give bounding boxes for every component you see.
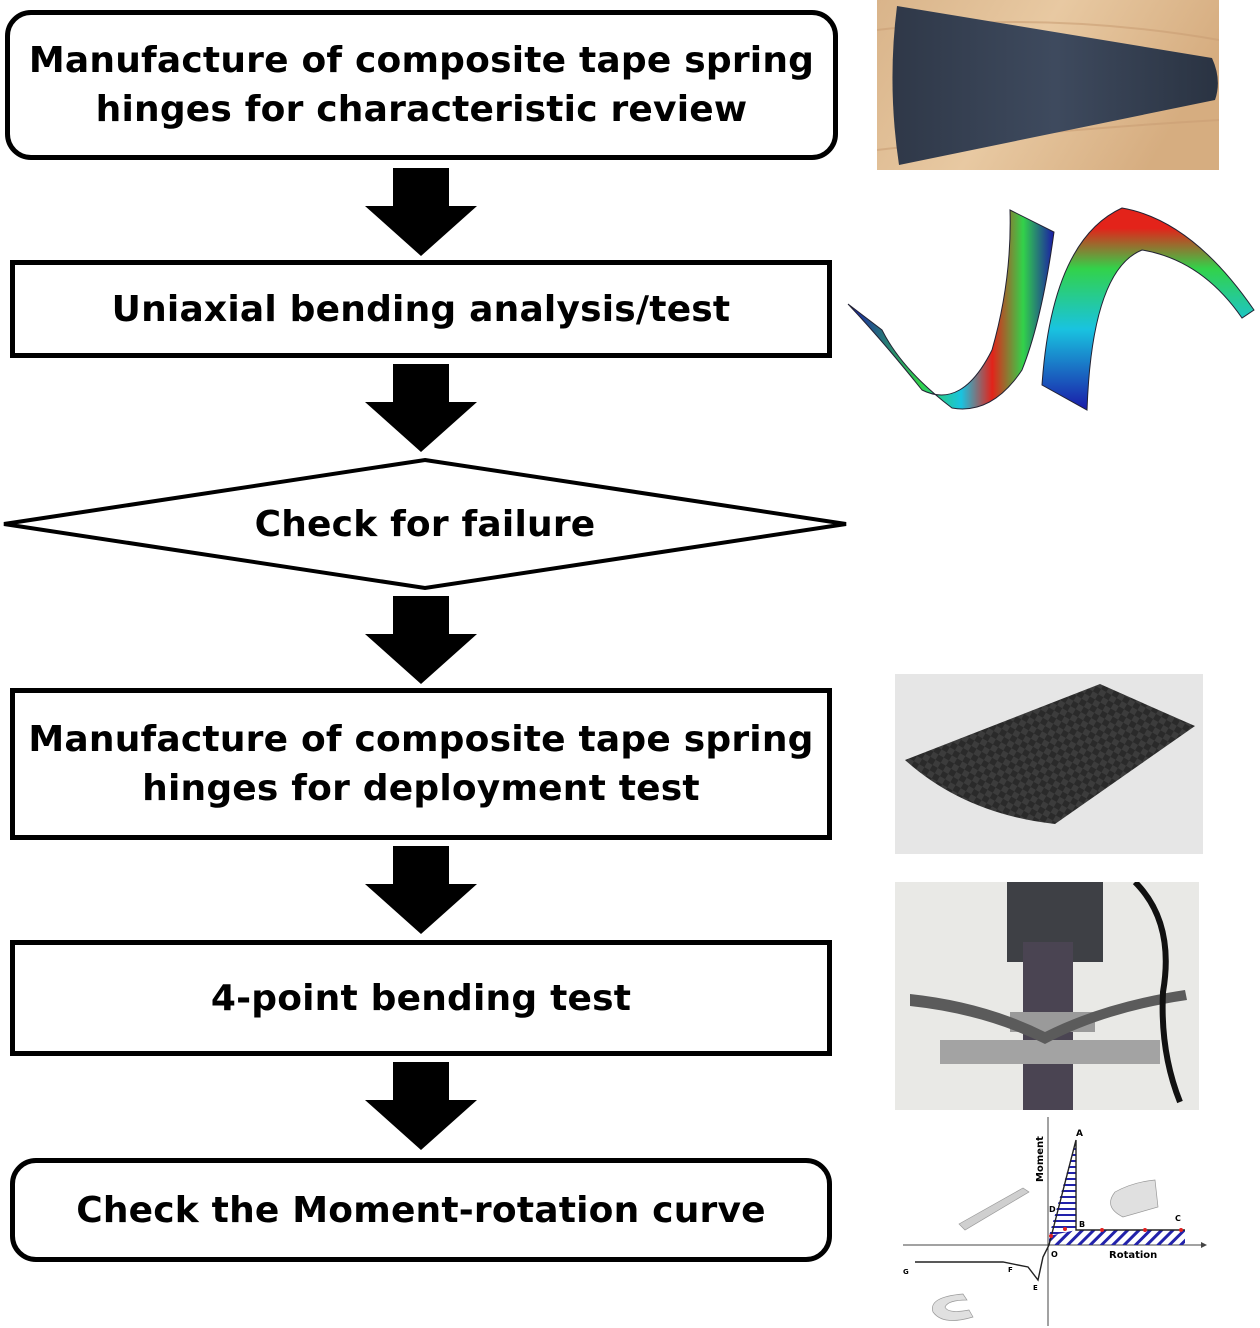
step-4-manufacture-deployment: Manufacture of composite tape spring hin… — [10, 688, 832, 840]
steady-area — [1049, 1230, 1185, 1245]
step-1-manufacture-characteristic: Manufacture of composite tape spring hin… — [5, 10, 838, 160]
step-3-check-failure-label: Check for failure — [254, 503, 596, 545]
curve-gfeo — [915, 1244, 1050, 1282]
straight-tape-sketch — [958, 1187, 1030, 1231]
arrow-down-icon — [365, 1062, 477, 1150]
four-point-bending-rig-photo — [895, 882, 1199, 1110]
x-axis-label: Rotation — [1109, 1250, 1157, 1261]
state-markers — [1049, 1227, 1183, 1238]
svg-text:A: A — [1076, 1129, 1083, 1139]
folded-tape-sketch — [1110, 1179, 1159, 1218]
svg-text:C: C — [1175, 1214, 1181, 1223]
svg-text:B: B — [1079, 1220, 1085, 1229]
step-2-uniaxial-bending: Uniaxial bending analysis/test — [10, 260, 832, 358]
arrow-down-icon — [365, 364, 477, 452]
woven-hinge-photo — [895, 674, 1203, 854]
svg-text:G: G — [903, 1268, 909, 1276]
step-5-four-point-bending: 4-point bending test — [10, 940, 832, 1056]
u-tape-sketch — [932, 1293, 974, 1321]
moment-rotation-plot: A B C D O E F G Rotation Moment — [893, 1112, 1257, 1328]
y-axis-label: Moment — [1035, 1136, 1046, 1182]
svg-text:F: F — [1008, 1266, 1013, 1274]
svg-text:E: E — [1033, 1284, 1038, 1292]
step-1-text: Manufacture of composite tape spring hin… — [28, 40, 815, 130]
fea-contour-illustration — [847, 207, 1255, 411]
svg-text:D: D — [1049, 1205, 1056, 1214]
svg-text:O: O — [1051, 1250, 1058, 1259]
curve-oab — [1048, 1139, 1185, 1246]
step-3-decision-diamond — [3, 457, 847, 591]
arrow-down-icon — [365, 846, 477, 934]
step-6-moment-rotation: Check the Moment-rotation curve — [10, 1158, 832, 1262]
arrow-down-icon — [365, 596, 477, 684]
tape-spring-photo — [877, 0, 1219, 170]
arrow-down-icon — [365, 168, 477, 256]
